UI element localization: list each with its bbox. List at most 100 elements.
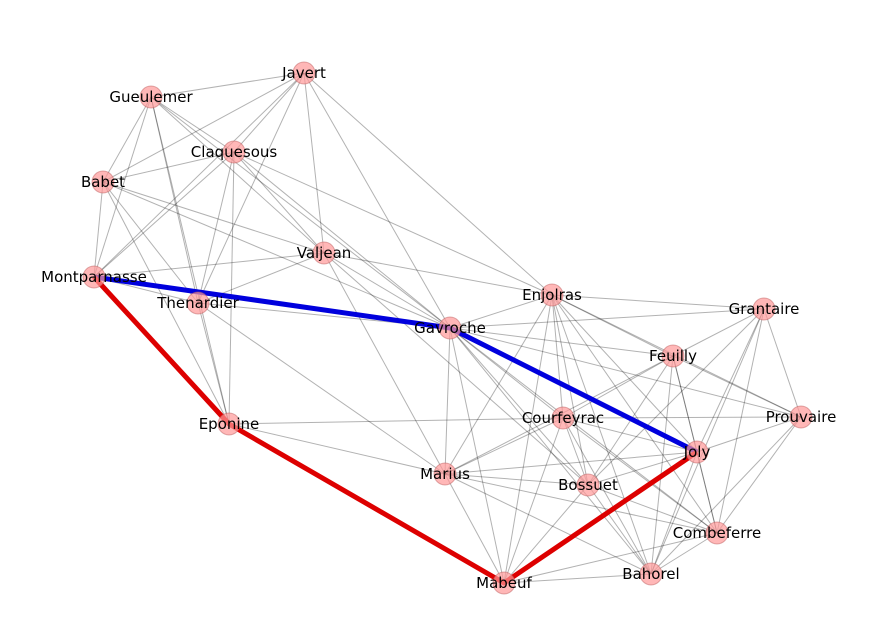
edge-combeferre-mabeuf [503,532,718,584]
edge-claquesous-enjolras [233,151,553,296]
edge-grantaire-bahorel [650,308,765,575]
edge-enjolras-mabeuf [503,294,553,584]
edge-bossuet-combeferre [587,484,718,534]
edge-enjolras-grantaire [551,294,765,310]
edge-gavroche-courfeyrac [449,327,564,419]
edge-babet-valjean [102,181,325,254]
node-gavroche[interactable] [438,316,462,340]
node-label-bossuet: Bossuet [558,476,618,494]
edge-gavroche-marius [444,327,451,475]
edge-thenardier-marius [197,302,446,475]
edge-claquesous-babet [102,151,235,183]
node-label-marius: Marius [420,465,470,483]
edge-enjolras-courfeyrac [551,294,564,419]
node-label-claquesous: Claquesous [191,143,278,161]
edge-courfeyrac-bossuet [562,417,589,486]
edge-joly-bahorel [650,451,698,575]
node-joly[interactable] [685,440,709,464]
edge-valjean-bossuet [323,252,589,486]
edge-babet-thenardier [102,181,199,304]
edge-marius-bossuet [444,473,589,486]
edge-claquesous-thenardier [197,151,235,304]
highlighted-path-2 [92,275,699,586]
edge-eponine-courfeyrac [228,417,564,425]
node-montparnasse[interactable] [82,265,106,289]
edge-javert-babet [102,72,305,183]
edge-grantaire-joly [696,308,765,453]
edge-claquesous-valjean [233,151,325,254]
node-bahorel[interactable] [639,562,663,586]
edge-bossuet-bahorel [587,484,652,575]
edge-eponine-marius [228,423,446,475]
edge-courfeyrac-joly [562,417,698,453]
edge-gavroche-prouvaire [449,327,802,418]
edge-prouvaire-courfeyrac [562,416,802,419]
node-thenardier[interactable] [186,291,210,315]
node-label-babet: Babet [81,173,125,191]
node-label-combeferre: Combeferre [673,524,762,542]
node-label-joly: Joly [683,443,711,461]
edge-gueulemer-claquesous [150,96,235,153]
node-claquesous[interactable] [222,140,246,164]
nodes-layer [82,61,813,595]
edge-grantaire-feuilly [672,308,765,357]
edge-claquesous-gavroche [233,151,451,329]
node-bossuet[interactable] [576,473,600,497]
edge-gueulemer-montparnasse [93,96,152,278]
edge-valjean-montparnasse [93,252,325,278]
node-combeferre[interactable] [705,521,729,545]
edge-claquesous-montparnasse [93,151,235,278]
node-eponine[interactable] [217,412,241,436]
node-prouvaire[interactable] [789,405,813,429]
node-label-thenardier: Thenardier [156,294,239,312]
edge-feuilly-courfeyrac [562,355,674,419]
edge-marius-combeferre [444,473,718,534]
node-valjean[interactable] [312,241,336,265]
edge-combeferre-bahorel [650,532,718,575]
edge-enjolras-joly [551,294,698,453]
edge-gueulemer-eponine [150,96,230,425]
node-label-valjean: Valjean [297,244,352,262]
node-label-bahorel: Bahorel [622,565,679,583]
node-courfeyrac[interactable] [551,406,575,430]
node-babet[interactable] [91,170,115,194]
edge-gavroche-bahorel [449,327,652,575]
node-grantaire[interactable] [752,297,776,321]
edge-courfeyrac-marius [444,417,564,475]
edge-javert-enjolras [303,72,553,296]
edge-gueulemer-babet [102,96,152,183]
edge-prouvaire-combeferre [716,416,802,534]
edge-feuilly-joly [672,355,698,453]
edge-babet-montparnasse [93,181,104,278]
edge-gueulemer-valjean [150,96,325,254]
edge-gavroche-grantaire [449,308,765,329]
edge-prouvaire-joly [696,416,802,453]
edge-grantaire-combeferre [716,308,765,534]
edge-joly-marius [444,451,698,475]
node-label-prouvaire: Prouvaire [766,408,837,426]
node-label-gueulemer: Gueulemer [109,88,193,106]
node-marius[interactable] [433,462,457,486]
node-enjolras[interactable] [540,283,564,307]
node-label-montparnasse: Montparnasse [41,268,147,286]
edge-grantaire-bossuet [587,308,765,486]
node-mabeuf[interactable] [492,571,516,595]
edge-babet-eponine [102,181,230,425]
edge-courfeyrac-bahorel [562,417,652,575]
edge-valjean-enjolras [323,252,553,296]
node-feuilly[interactable] [661,344,685,368]
edge-javert-claquesous [233,72,305,153]
node-gueulemer[interactable] [139,85,163,109]
node-label-javert: Javert [281,64,326,82]
edge-enjolras-feuilly [551,294,674,357]
edge-gavroche-feuilly [449,327,674,357]
edge-enjolras-marius [444,294,553,475]
node-javert[interactable] [292,61,316,85]
node-label-feuilly: Feuilly [649,347,697,365]
edge-gavroche-enjolras [449,294,553,329]
node-label-eponine: Eponine [199,415,260,433]
edge-javert-valjean [303,72,325,254]
edge-gavroche-mabeuf [449,327,505,584]
edge-enjolras-combeferre [551,294,718,534]
